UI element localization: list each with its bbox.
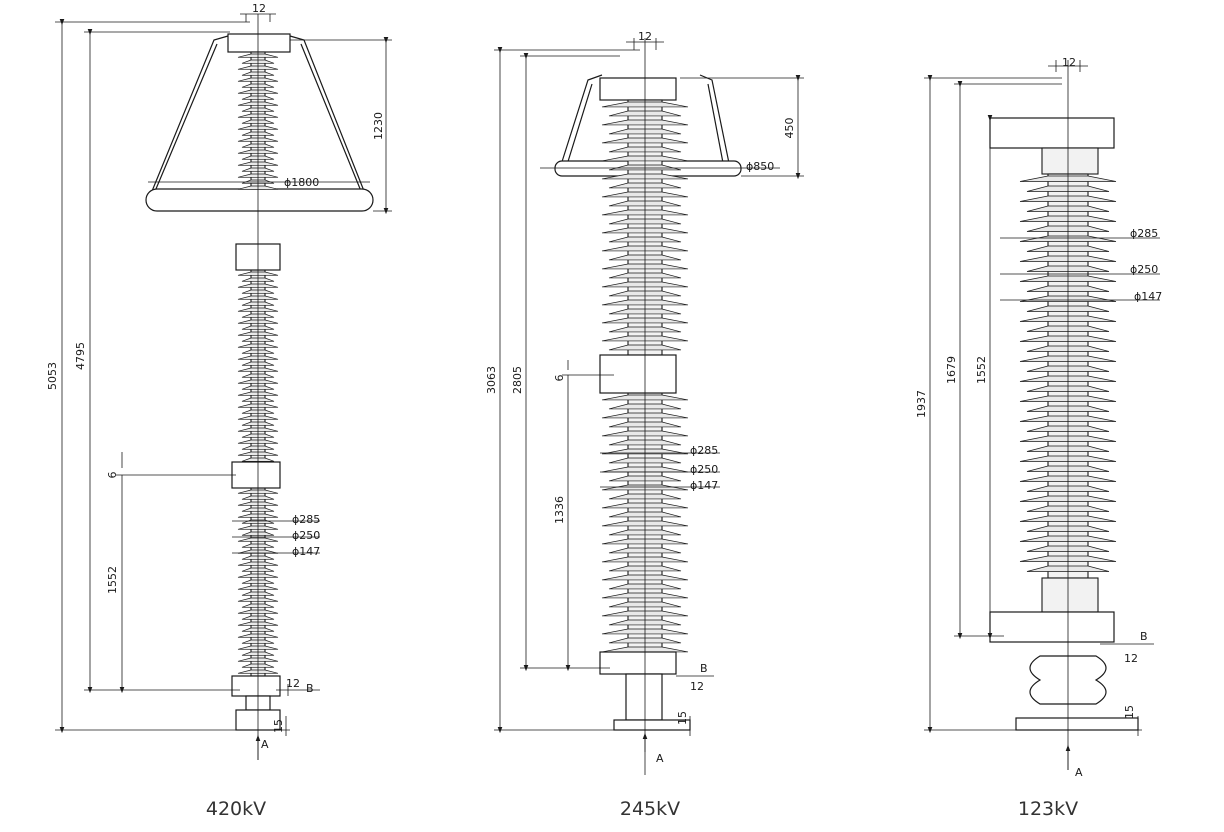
flange-245-mid [599,354,677,394]
dim-ring-dia-245: ϕ850 [746,160,774,173]
ref-a-420: A [261,738,269,751]
dim-gap-245: 6 [553,375,566,382]
dim-ring-height-245: 450 [783,118,796,139]
dim-shed-small-420: ϕ250 [292,529,320,542]
dim-overall-123: 1937 [915,390,928,418]
dim-active-245: 2805 [511,366,524,394]
ref-a-245: A [656,752,664,765]
dim-unit-420: 1552 [106,566,119,594]
dimensions-245 [494,38,804,752]
ref-b-245: B [700,662,708,675]
dim-terminal-420: 12 [252,2,266,15]
flange-420-2 [231,461,281,489]
dim-shed-large-420: ϕ285 [292,513,320,526]
dim-base-flange-245: 15 [676,711,689,725]
dim-shed-small-123: ϕ250 [1130,263,1158,276]
arrester-123kv: 1937 1679 1552 12 ϕ285 ϕ250 ϕ147 12 B 15… [915,56,1162,820]
dim-shed-large-245: ϕ285 [690,444,718,457]
dim-terminal-245: 12 [638,30,652,43]
top-cap-123 [989,117,1115,149]
arrester-420kv: 5053 4795 1230 ϕ1800 12 1552 6 ϕ285 ϕ250… [46,2,392,820]
dim-base-offset-245: 12 [690,680,704,693]
arrester-245kv: 3063 2805 450 ϕ850 12 1336 6 ϕ285 ϕ250 ϕ… [485,30,804,820]
dim-ring-dia-420: ϕ1800 [284,176,319,189]
dim-base-flange-420: 15 [272,719,285,733]
grading-ring-420 [145,33,374,212]
base-plate-123 [1015,717,1139,731]
dim-core-420: ϕ147 [292,545,320,558]
dim-gap-420: 6 [106,472,119,479]
insulating-base-245 [625,673,663,721]
dim-active-123: 1679 [945,356,958,384]
dim-overall-245: 3063 [485,366,498,394]
dim-core-123: ϕ147 [1134,290,1162,303]
ref-a-123: A [1075,766,1083,779]
dimensions-420 [55,13,392,760]
dim-base-flange-123: 15 [1123,705,1136,719]
bottom-stud-123 [1041,577,1099,613]
caption-123kv: 123kV [1018,798,1078,820]
flange-245-base [599,651,677,675]
dim-unit-245: 1336 [553,496,566,524]
ref-b-420: B [306,682,314,695]
top-stud-123 [1041,147,1099,175]
caption-420kv: 420kV [206,798,266,820]
dim-overall-420: 5053 [46,362,59,390]
grading-ring-245 [554,74,742,177]
dim-unit-123: 1552 [975,356,988,384]
caption-245kv: 245kV [620,798,680,820]
dim-shed-small-245: ϕ250 [690,463,718,476]
flange-123-base [989,611,1115,643]
dim-core-245: ϕ147 [690,479,718,492]
dim-shed-large-123: ϕ285 [1130,227,1158,240]
flange-420-base [231,675,281,697]
ref-b-123: B [1140,630,1148,643]
dimensions-123 [924,60,1160,770]
dim-ring-height-420: 1230 [372,112,385,140]
dim-terminal-123: 12 [1062,56,1076,69]
dim-base-offset-420: 12 [286,677,300,690]
dim-active-420: 4795 [74,342,87,370]
dim-base-offset-123: 12 [1124,652,1138,665]
